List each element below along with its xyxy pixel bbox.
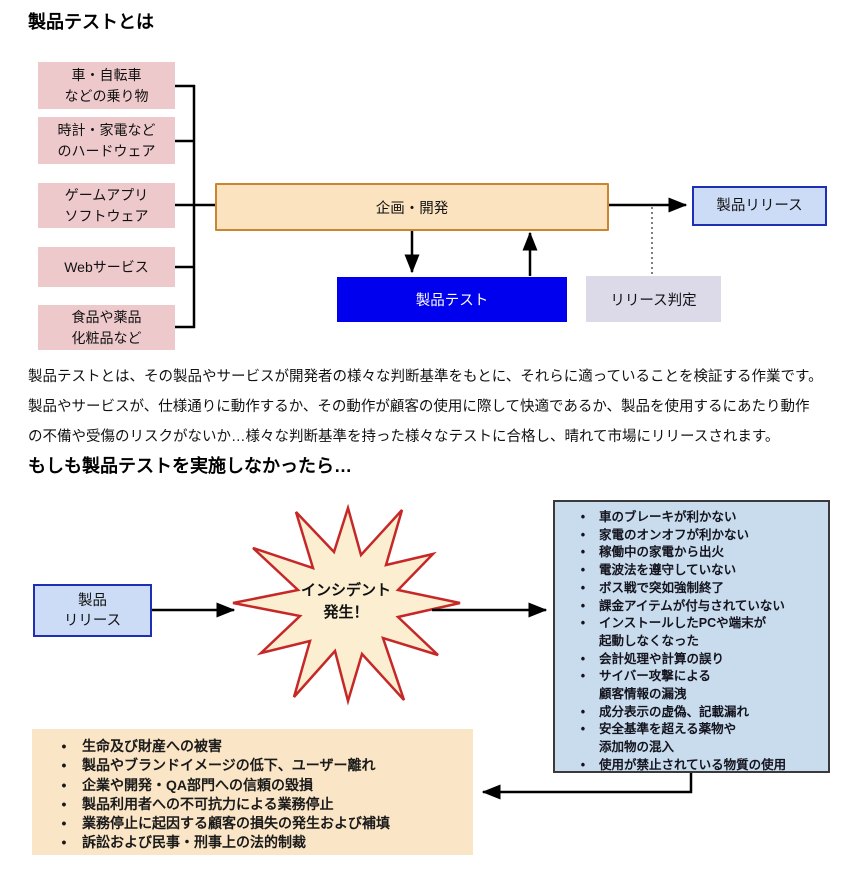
list-item: サイバー攻撃による 顧客情報の漏洩	[567, 668, 824, 703]
release-judgement-box: リリース判定	[586, 276, 721, 322]
source-box-hardware: 時計・家電など のハードウェア	[38, 117, 175, 164]
list-item: 安全基準を超える薬物や 添加物の混入	[567, 721, 824, 756]
list-item: 成分表示の虚偽、記載漏れ	[567, 704, 824, 722]
description-paragraph: 製品テストとは、その製品やサービスが開発者の様々な判断基準をもとに、それらに適っ…	[28, 362, 828, 452]
source-box-vehicles: 車・自転車 などの乗り物	[38, 62, 175, 109]
list-item: 稼働中の家電から出火	[567, 544, 824, 562]
list-item: 家電のオンオフが利かない	[567, 527, 824, 545]
description-line: 製品テストとは、その製品やサービスが開発者の様々な判断基準をもとに、それらに適っ…	[28, 369, 823, 385]
product-release-box-2: 製品 リリース	[33, 584, 152, 637]
list-item: 訴訟および民事・刑事上の法的制裁	[46, 833, 473, 852]
arrow-list-to-damage	[481, 773, 693, 800]
list-item: 生命及び財産への被害	[46, 737, 473, 756]
list-item: 業務停止に起因する顧客の損失の発生および補填	[46, 814, 473, 833]
list-item: 会計処理や計算の誤り	[567, 651, 824, 669]
source-box-web: Webサービス	[38, 247, 175, 287]
product-test-box: 製品テスト	[337, 277, 567, 322]
source-box-software: ゲームアプリ ソフトウェア	[38, 183, 175, 228]
list-item: 車のブレーキが利かない	[567, 509, 824, 527]
list-item: 課金アイテムが付与されていない	[567, 598, 824, 616]
source-box-food: 食品や薬品 化粧品など	[38, 305, 175, 350]
product-release-box: 製品リリース	[692, 186, 827, 226]
list-item: インストールしたPCや端末が 起動しなくなった	[567, 615, 824, 650]
section-title-if-not: もしも製品テストを実施しなかったら…	[28, 456, 352, 476]
source-tree-lines	[175, 84, 215, 329]
list-item: 企業や開発・QA部門への信頼の毀損	[46, 776, 473, 795]
page-title: 製品テストとは	[28, 12, 154, 32]
list-item: 電波法を遵守していない	[567, 562, 824, 580]
damage-list-box: 生命及び財産への被害 製品やブランドイメージの低下、ユーザー離れ 企業や開発・Q…	[32, 729, 473, 855]
plan-dev-box: 企画・開発	[215, 183, 609, 231]
list-item: ボス戦で突如強制終了	[567, 580, 824, 598]
incident-star-label: インシデント 発生！	[300, 582, 391, 621]
list-item: 製品やブランドイメージの低下、ユーザー離れ	[46, 756, 473, 775]
list-item: 使用が禁止されている物質の使用	[567, 757, 824, 775]
description-line: の不備や受傷のリスクがないか…様々な判断基準を持った様々なテストに合格し、晴れて…	[28, 429, 780, 445]
description-line: 製品やサービスが、仕様通りに動作するか、その動作が顧客の使用に際して快適であるか…	[28, 399, 810, 415]
incident-list-box: 車のブレーキが利かない 家電のオンオフが利かない 稼働中の家電から出火 電波法を…	[553, 500, 830, 773]
list-item: 製品利用者への不可抗力による業務停止	[46, 795, 473, 814]
